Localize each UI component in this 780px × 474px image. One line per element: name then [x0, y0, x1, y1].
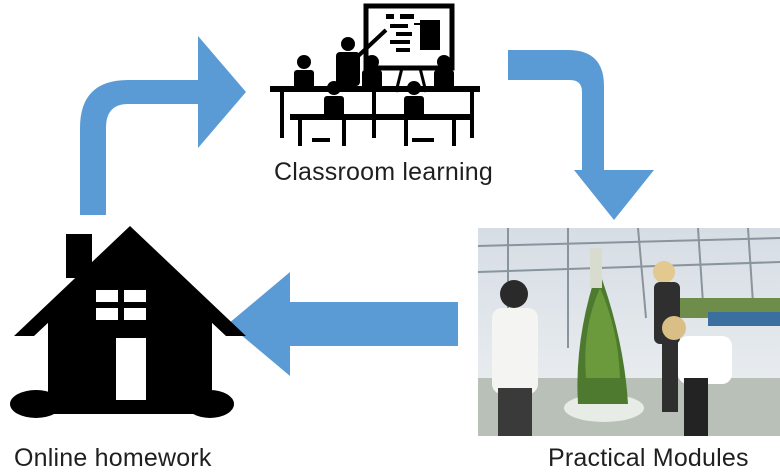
greenhouse-photo — [478, 228, 780, 436]
arrow-practical-to-home — [228, 272, 458, 376]
classroom-learning-label: Classroom learning — [274, 158, 493, 186]
practical-modules-label: Practical Modules — [548, 444, 749, 472]
online-homework-label: Online homework — [14, 444, 212, 472]
arrow-home-to-classroom — [80, 36, 246, 215]
arrow-classroom-to-practical — [508, 50, 654, 220]
